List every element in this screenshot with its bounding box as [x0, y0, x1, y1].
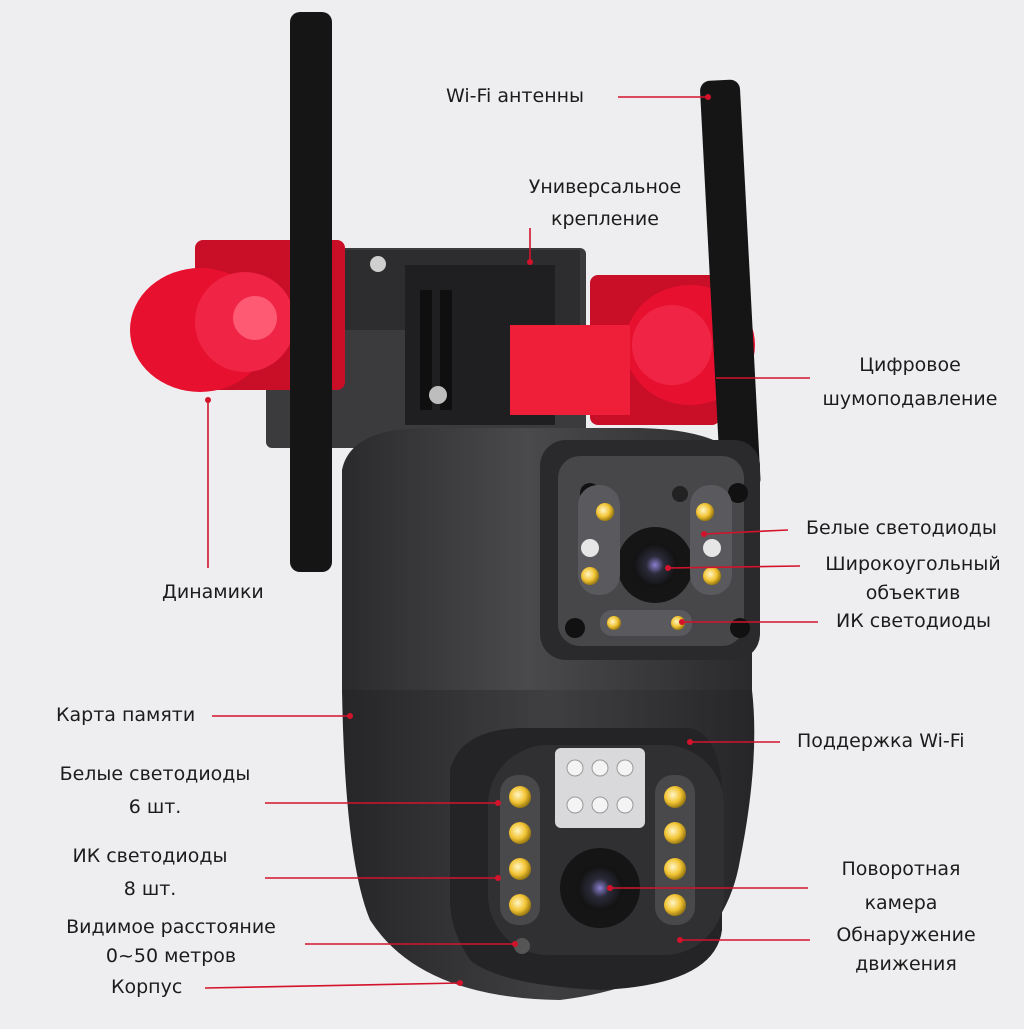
label-ptz-camera-line2: камера	[864, 892, 938, 914]
label-noise-reduction-line1: Цифровое	[859, 354, 961, 376]
label-universal-mount-line1: Универсальное	[528, 176, 682, 198]
label-ir-leds-bottom-line1: ИК светодиоды	[72, 845, 228, 867]
label-wifi-support: Поддержка Wi-Fi	[797, 730, 965, 752]
label-speakers: Динамики	[162, 581, 264, 603]
antenna-left	[290, 12, 332, 572]
pir-sensor	[514, 938, 530, 954]
label-wide-lens-line2: объектив	[865, 582, 961, 604]
label-visible-range-line1: Видимое расстояние	[66, 916, 276, 938]
ir-leds-top	[600, 610, 692, 636]
label-motion-detection-line1: Обнаружение	[836, 924, 976, 946]
label-housing: Корпус	[111, 976, 183, 998]
leader-dots	[205, 94, 711, 986]
antenna-right	[700, 79, 761, 491]
label-noise-reduction-line2: шумоподавление	[822, 388, 998, 410]
label-wifi-antennas: Wi-Fi антенны	[446, 85, 585, 107]
label-memory-card: Карта памяти	[56, 704, 196, 726]
label-white-leds-bottom-line1: Белые светодиоды	[59, 763, 251, 785]
label-visible-range-line2: 0~50 метров	[105, 945, 237, 967]
label-ptz-camera-line1: Поворотная	[841, 858, 961, 880]
label-ir-leds-top: ИК светодиоды	[836, 610, 992, 632]
label-ir-leds-bottom-line2: 8 шт.	[123, 878, 177, 900]
wall-bracket	[266, 248, 586, 448]
label-white-leds-bottom-line2: 6 шт.	[128, 796, 182, 818]
label-wide-lens-line1: Широкоугольный	[825, 553, 1001, 575]
leader-lines	[204, 96, 818, 989]
label-motion-detection-line2: движения	[855, 953, 957, 975]
label-white-leds-top: Белые светодиоды	[806, 517, 997, 539]
white-leds-bottom	[555, 748, 645, 828]
label-universal-mount-line2: крепление	[551, 208, 659, 230]
